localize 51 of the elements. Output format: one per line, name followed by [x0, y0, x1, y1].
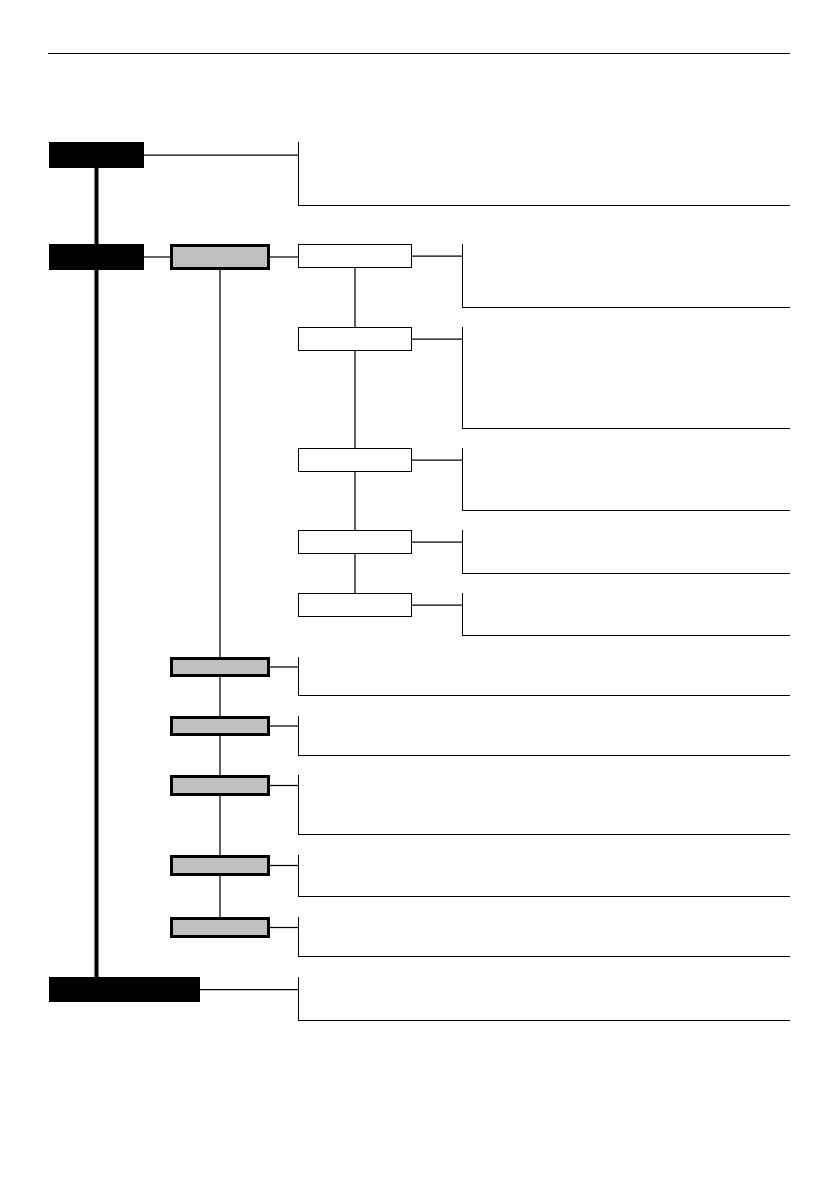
filled-box [49, 142, 144, 168]
connector-line [269, 256, 299, 258]
connector-line [411, 604, 463, 606]
connector-line [143, 256, 171, 258]
bracket-frame [298, 977, 790, 1021]
connector-line [269, 864, 299, 867]
connector-line [199, 988, 299, 991]
connector-line [354, 267, 356, 328]
filled-box [49, 244, 144, 270]
shaded-box [170, 855, 270, 876]
bracket-frame [298, 855, 790, 897]
bracket-frame [298, 657, 790, 696]
connector-line [354, 350, 356, 449]
connector-line [411, 459, 463, 461]
shaded-box [170, 657, 270, 677]
shaded-box [170, 244, 270, 270]
bracket-frame [298, 917, 790, 957]
outline-box [298, 593, 412, 617]
outline-box [298, 530, 412, 554]
bracket-frame [298, 716, 790, 756]
bracket-frame [298, 142, 790, 206]
connector-line [143, 154, 299, 156]
connector-line [219, 269, 221, 658]
connector-line [411, 255, 463, 257]
bracket-frame [462, 327, 790, 429]
connector-line [354, 553, 356, 594]
bracket-frame [298, 775, 790, 835]
connector-line [94, 270, 99, 977]
shaded-box [170, 917, 270, 938]
outline-box [298, 448, 412, 472]
connector-line [269, 784, 299, 787]
connector-line [411, 541, 463, 543]
outline-box [298, 244, 412, 268]
connector-line [411, 338, 463, 340]
bracket-frame [462, 244, 790, 308]
connector-line [219, 735, 221, 776]
connector-line [269, 725, 299, 727]
shaded-box [170, 775, 270, 796]
connector-line [219, 795, 221, 856]
bracket-frame [462, 593, 790, 636]
outline-box [298, 327, 412, 351]
filled-box [49, 977, 200, 1002]
connector-line [219, 676, 221, 717]
shaded-box [170, 716, 270, 736]
connector-line [219, 875, 221, 918]
bracket-frame [462, 448, 790, 511]
connector-line [269, 666, 299, 668]
bracket-frame [462, 530, 790, 574]
connector-line [354, 471, 356, 531]
connector-line [94, 168, 99, 244]
connector-line [269, 926, 299, 929]
